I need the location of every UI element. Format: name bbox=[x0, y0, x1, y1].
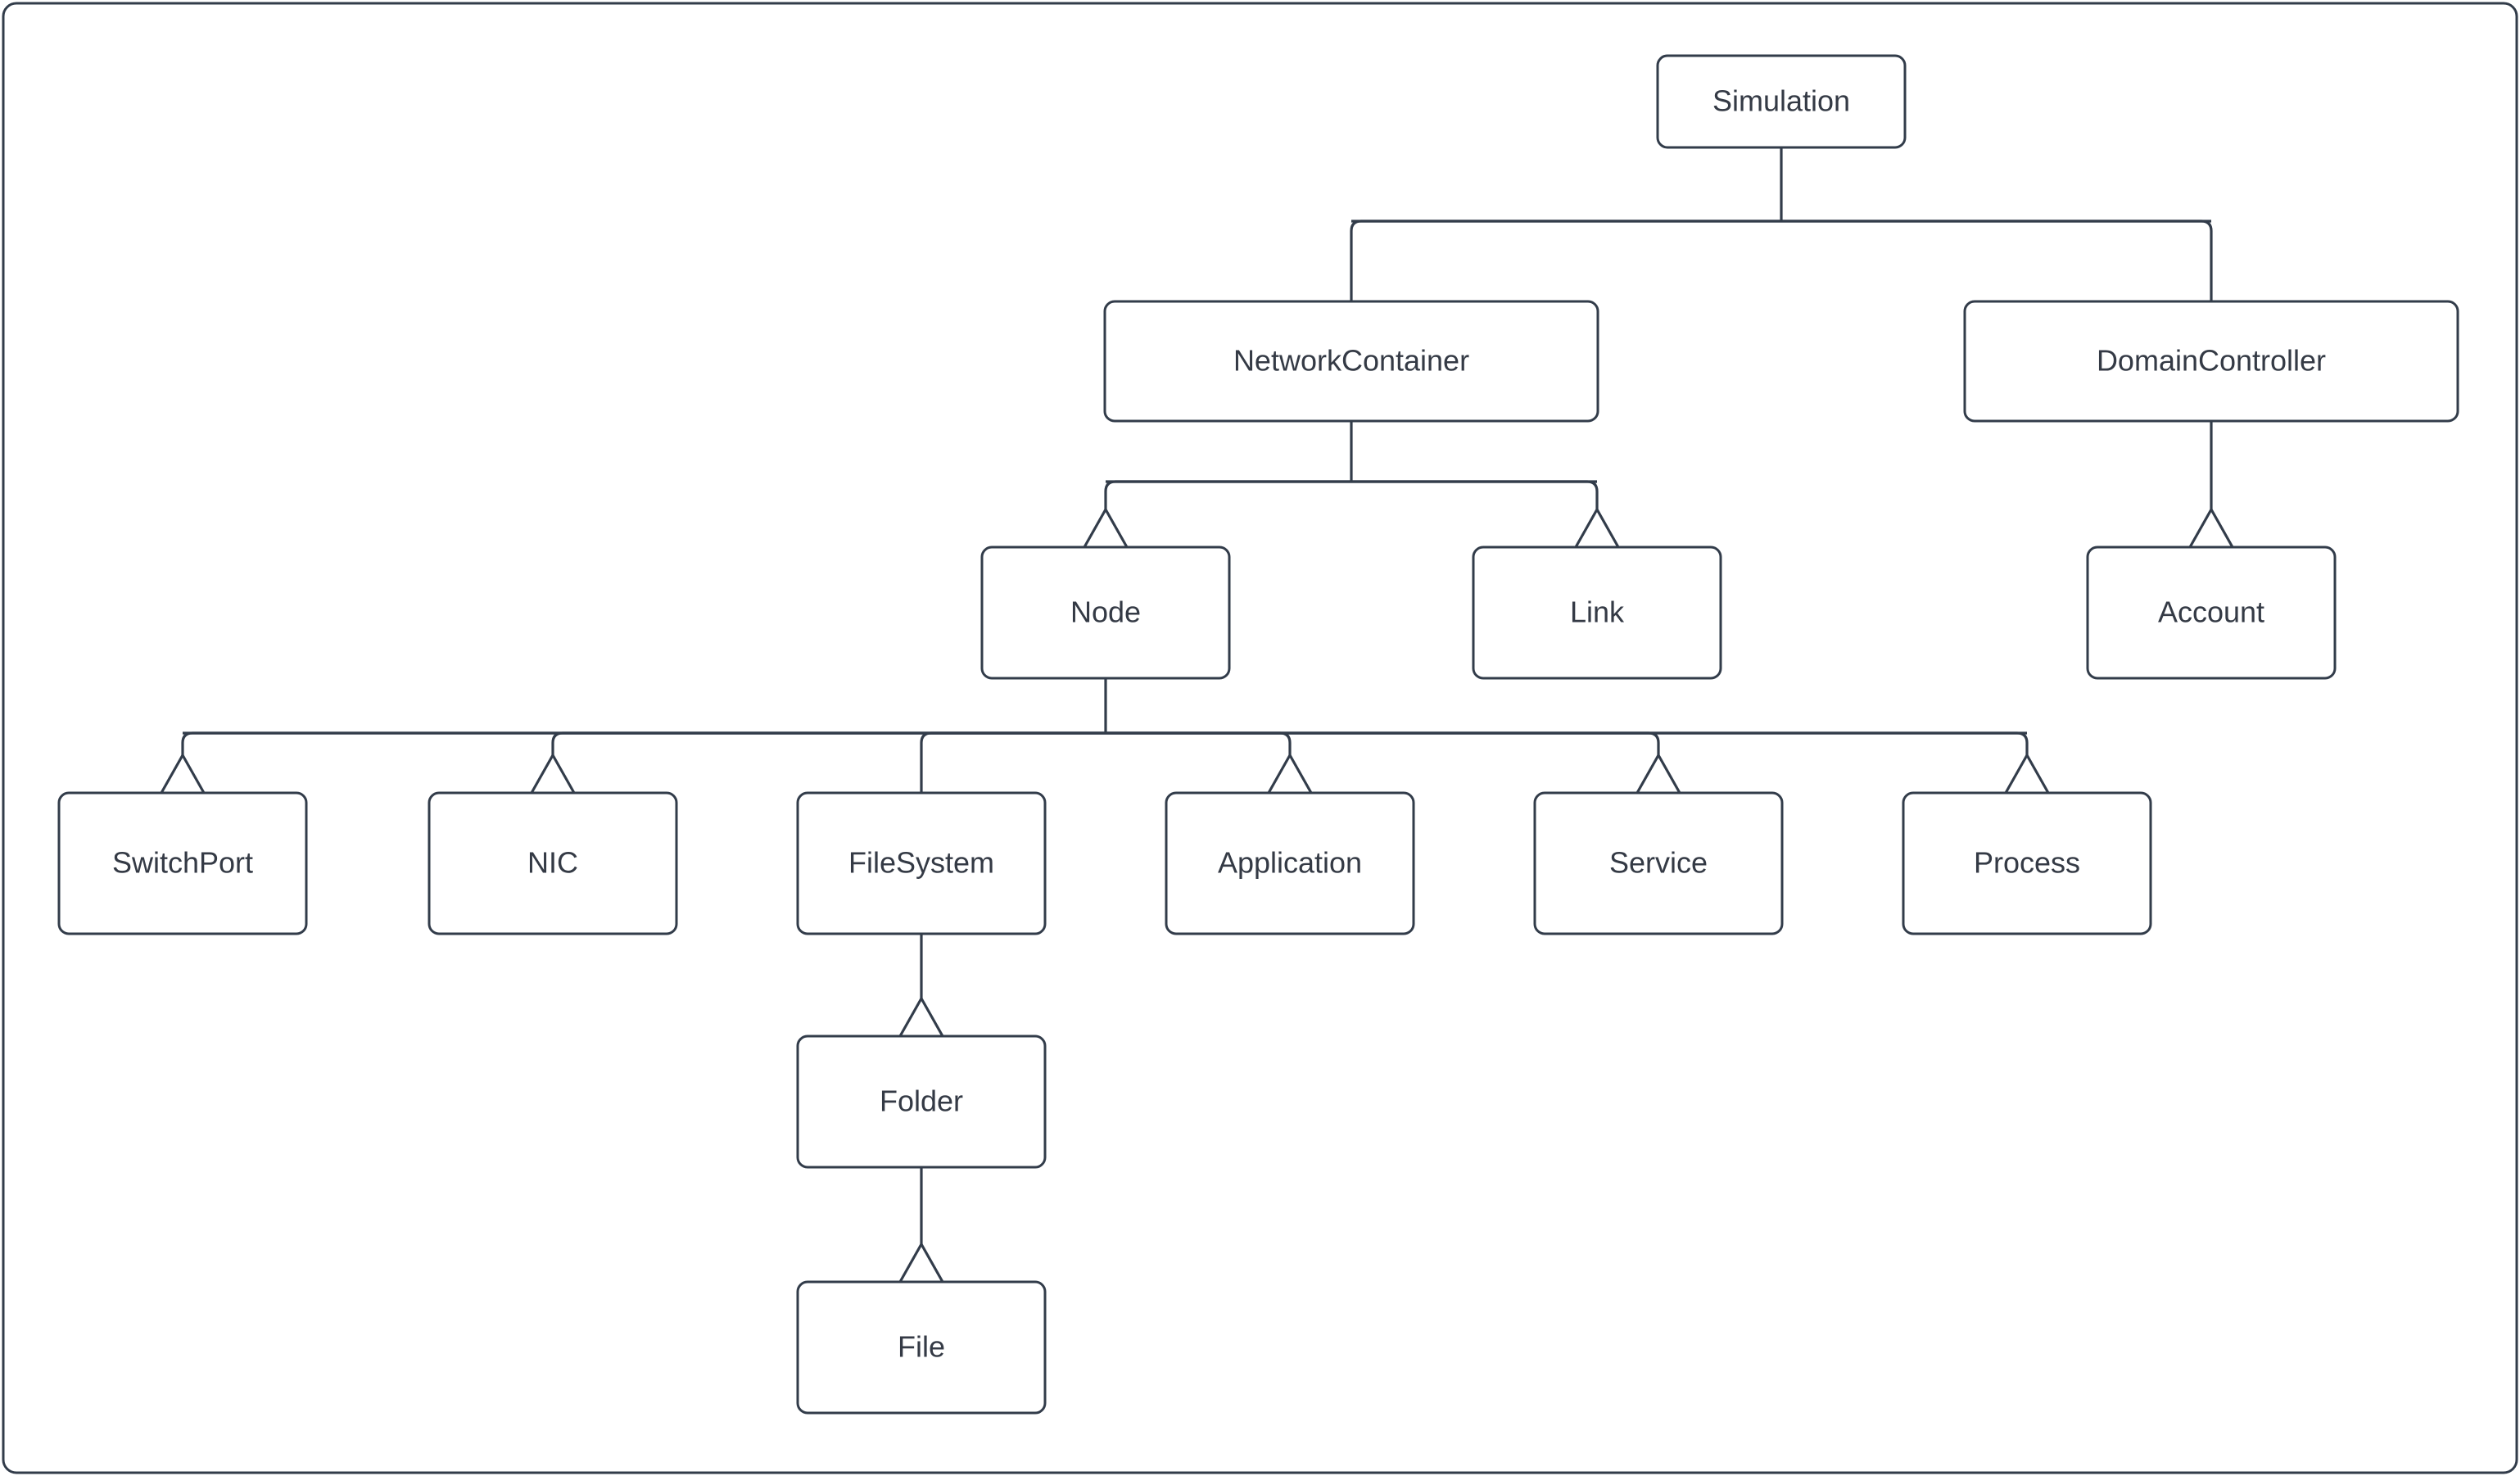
class-node-process[interactable]: Process bbox=[1903, 793, 2151, 934]
diagram-frame bbox=[3, 3, 2517, 1473]
node-label-application: Application bbox=[1218, 846, 1362, 880]
node-label-domain_controller: DomainController bbox=[2097, 344, 2326, 378]
node-label-network_container: NetworkContainer bbox=[1233, 344, 1469, 378]
class-node-simulation[interactable]: Simulation bbox=[1658, 56, 1905, 147]
class-node-nic[interactable]: NIC bbox=[429, 793, 676, 934]
class-node-domain_controller[interactable]: DomainController bbox=[1965, 301, 2458, 421]
class-node-node[interactable]: Node bbox=[982, 547, 1229, 678]
class-node-link[interactable]: Link bbox=[1473, 547, 1721, 678]
class-node-folder[interactable]: Folder bbox=[798, 1036, 1045, 1167]
node-label-simulation: Simulation bbox=[1712, 84, 1850, 118]
node-label-account: Account bbox=[2158, 595, 2264, 629]
class-node-service[interactable]: Service bbox=[1535, 793, 1782, 934]
node-label-file: File bbox=[898, 1330, 945, 1364]
node-label-node: Node bbox=[1070, 595, 1141, 629]
node-label-folder: Folder bbox=[880, 1084, 963, 1118]
node-label-filesystem: FileSystem bbox=[848, 846, 994, 880]
class-node-filesystem[interactable]: FileSystem bbox=[798, 793, 1045, 934]
node-label-nic: NIC bbox=[527, 846, 578, 880]
node-label-link: Link bbox=[1570, 595, 1625, 629]
node-label-process: Process bbox=[1974, 846, 2080, 880]
class-node-network_container[interactable]: NetworkContainer bbox=[1105, 301, 1598, 421]
node-label-switchport: SwitchPort bbox=[112, 846, 253, 880]
class-node-switchport[interactable]: SwitchPort bbox=[59, 793, 306, 934]
node-label-service: Service bbox=[1609, 846, 1708, 880]
class-node-file[interactable]: File bbox=[798, 1282, 1045, 1413]
class-node-application[interactable]: Application bbox=[1166, 793, 1414, 934]
class-node-account[interactable]: Account bbox=[2088, 547, 2335, 678]
